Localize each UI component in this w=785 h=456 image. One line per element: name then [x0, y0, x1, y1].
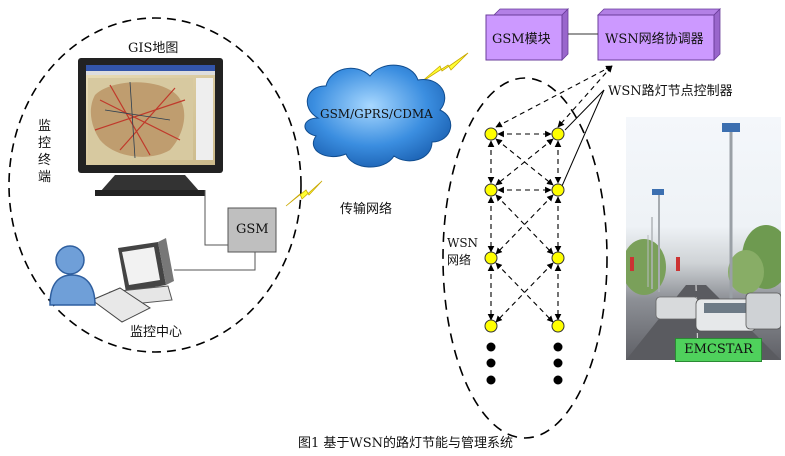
- monitor-icon: [78, 58, 223, 196]
- wsn-node-controller-label: WSN路灯节点控制器: [608, 84, 733, 99]
- wsn-node: [484, 319, 498, 333]
- network-cloud: [304, 64, 452, 168]
- monitor-center-connections: [174, 190, 256, 271]
- monitor-terminal-label: 监控终端: [38, 119, 52, 185]
- figure-caption: 图1 基于WSN的路灯节能与管理系统: [298, 436, 514, 451]
- photo-brand-label: EMCSTAR: [675, 338, 762, 362]
- network-cloud-label: GSM/GPRS/CDMA: [320, 107, 433, 121]
- wsn-nodes: [484, 127, 565, 333]
- wsn-network-label-line2: 网络: [447, 253, 472, 267]
- lightning-icon-upper: [419, 52, 469, 84]
- gsm-module-box: [485, 8, 569, 61]
- monitor-center-label: 监控中心: [130, 325, 183, 340]
- wsn-mesh-links: [487, 130, 562, 323]
- wsn-node: [484, 183, 498, 197]
- wsn-node: [551, 319, 565, 333]
- wsn-node: [551, 183, 565, 197]
- monitor-center-boundary: [8, 17, 302, 353]
- keyboard-icon: [90, 287, 151, 323]
- wsn-node: [551, 127, 565, 141]
- node-controller-leaders: [561, 89, 605, 187]
- wsn-node: [484, 127, 498, 141]
- gsm-box-label: GSM: [236, 222, 269, 237]
- wsn-node: [551, 251, 565, 265]
- gsm-terminal-box: [227, 207, 277, 253]
- wsn-network-label-line1: WSN: [447, 236, 479, 250]
- lightning-icon-lower: [285, 180, 323, 207]
- wsn-coordinator-label: WSN网络协调器: [605, 32, 704, 47]
- gis-map-label: GIS地图: [128, 41, 179, 56]
- wsn-coordinator-box: [597, 8, 721, 61]
- person-icon: [49, 245, 96, 306]
- computer-icon: [109, 238, 174, 307]
- gsm-module-label: GSM模块: [492, 32, 551, 47]
- coordinator-links: [495, 65, 613, 128]
- transmission-network-label: 传输网络: [340, 202, 393, 217]
- continuation-dots: [486, 342, 563, 385]
- street-light-photo: [626, 117, 781, 360]
- wsn-node: [484, 251, 498, 265]
